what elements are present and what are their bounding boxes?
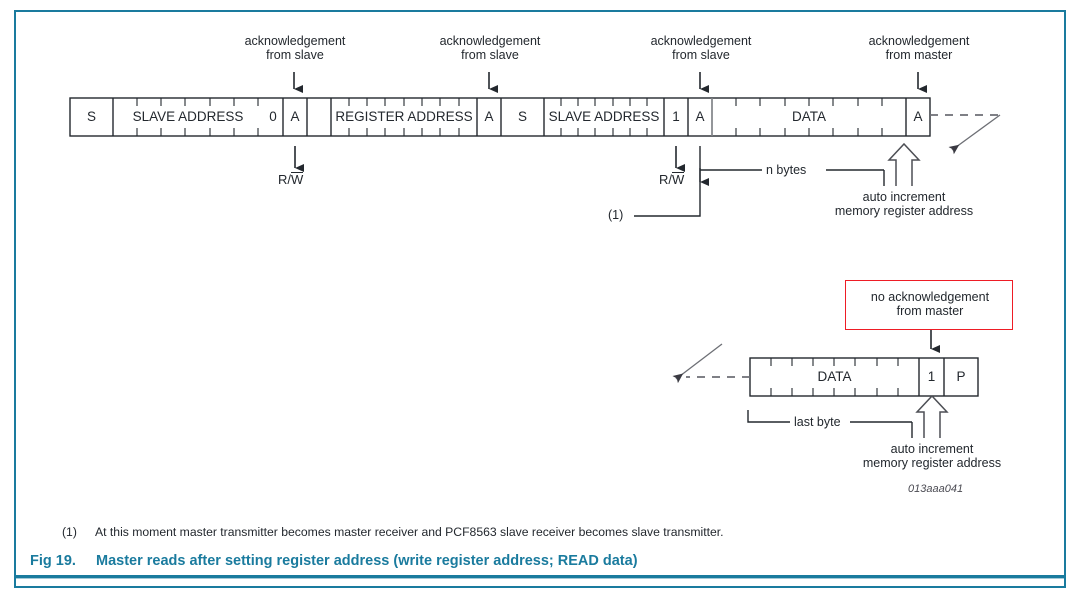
rw-label-read: R/W [659,172,685,188]
bus-cell-ack-3: A [695,109,705,124]
figure-id: 013aaa041 [908,483,964,495]
bus-cell-rw-bit-write: 0 [269,109,277,124]
auto-increment-label-lower: auto increment memory register address [812,442,1052,471]
n-bytes-label: n bytes [766,163,807,177]
rw-r: R/ [659,172,672,187]
annotation-line-1: acknowledgement [650,34,752,48]
footnote-text: At this moment master transmitter become… [95,525,724,539]
annotation-line-2: from slave [266,48,324,63]
auto-increment-arrow-lower [915,394,949,438]
auto-increment-line-1: auto increment [862,190,946,204]
last-byte-label: last byte [794,415,841,429]
ack-arrows-down [293,72,927,93]
auto-increment-arrow-main [887,142,921,186]
rw-label-write: R/W [278,172,304,188]
bus-cell-stop: P [956,369,966,384]
annotation-ack-slave-1: acknowledgement from slave [214,34,376,63]
annotation-ack-master: acknowledgement from master [838,34,1000,63]
lower-bus-bar [749,357,979,397]
footnote-marker: (1) [62,525,77,539]
bus-cell-slave-address-1: SLAVE ADDRESS [132,109,244,124]
n-bytes-leader [700,169,885,186]
no-acknowledgement-callout: no acknowledgement from master [845,280,1013,330]
auto-increment-line-2: memory register address [834,204,974,219]
bus-cell-nack-bit: 1 [927,369,936,384]
annotation-line-1: acknowledgement [439,34,541,48]
annotation-line-1: acknowledgement [244,34,346,48]
no-ack-line-2: from master [896,304,964,319]
annotation-ack-slave-3: acknowledgement from slave [620,34,782,63]
annotation-ack-slave-2: acknowledgement from slave [409,34,571,63]
bus-cell-start-1: S [86,109,96,124]
annotation-line-2: from master [885,48,953,63]
caption-number: Fig 19. [30,553,76,569]
auto-increment-label-main: auto increment memory register address [784,190,1024,219]
bus-cell-ack-2: A [484,109,494,124]
main-bus-bar [69,97,931,137]
footnote-marker-inline: (1) [608,208,624,222]
annotation-line-2: from slave [672,48,730,63]
bus-cell-start-2: S [517,109,527,124]
continuation-left [672,343,750,384]
last-byte-leader [747,410,913,438]
caption-rule [16,575,1064,579]
auto-increment-line-1: auto increment [890,442,974,456]
bus-cell-rw-bit-read: 1 [672,109,680,124]
bus-cell-slave-address-2: SLAVE ADDRESS [548,109,660,124]
annotation-line-1: acknowledgement [868,34,970,48]
bus-cell-data-1: DATA [791,109,826,124]
rw-w-overline: W [672,172,685,187]
caption-text: Master reads after setting register addr… [96,553,638,569]
bus-cell-register-address: REGISTER ADDRESS [335,109,473,124]
continuation-right [930,114,1001,155]
bus-cell-ack-1: A [290,109,300,124]
bus-cell-data-2: DATA [817,369,852,384]
rw-w-overline: W [291,172,304,187]
rw-r: R/ [278,172,291,187]
no-ack-text: no acknowledgement from master [846,290,1014,319]
annotation-line-2: from slave [461,48,519,63]
auto-increment-line-2: memory register address [862,456,1002,471]
footnote-leader [634,146,709,217]
bus-cell-ack-4: A [913,109,923,124]
no-ack-line-1: no acknowledgement [870,290,990,304]
